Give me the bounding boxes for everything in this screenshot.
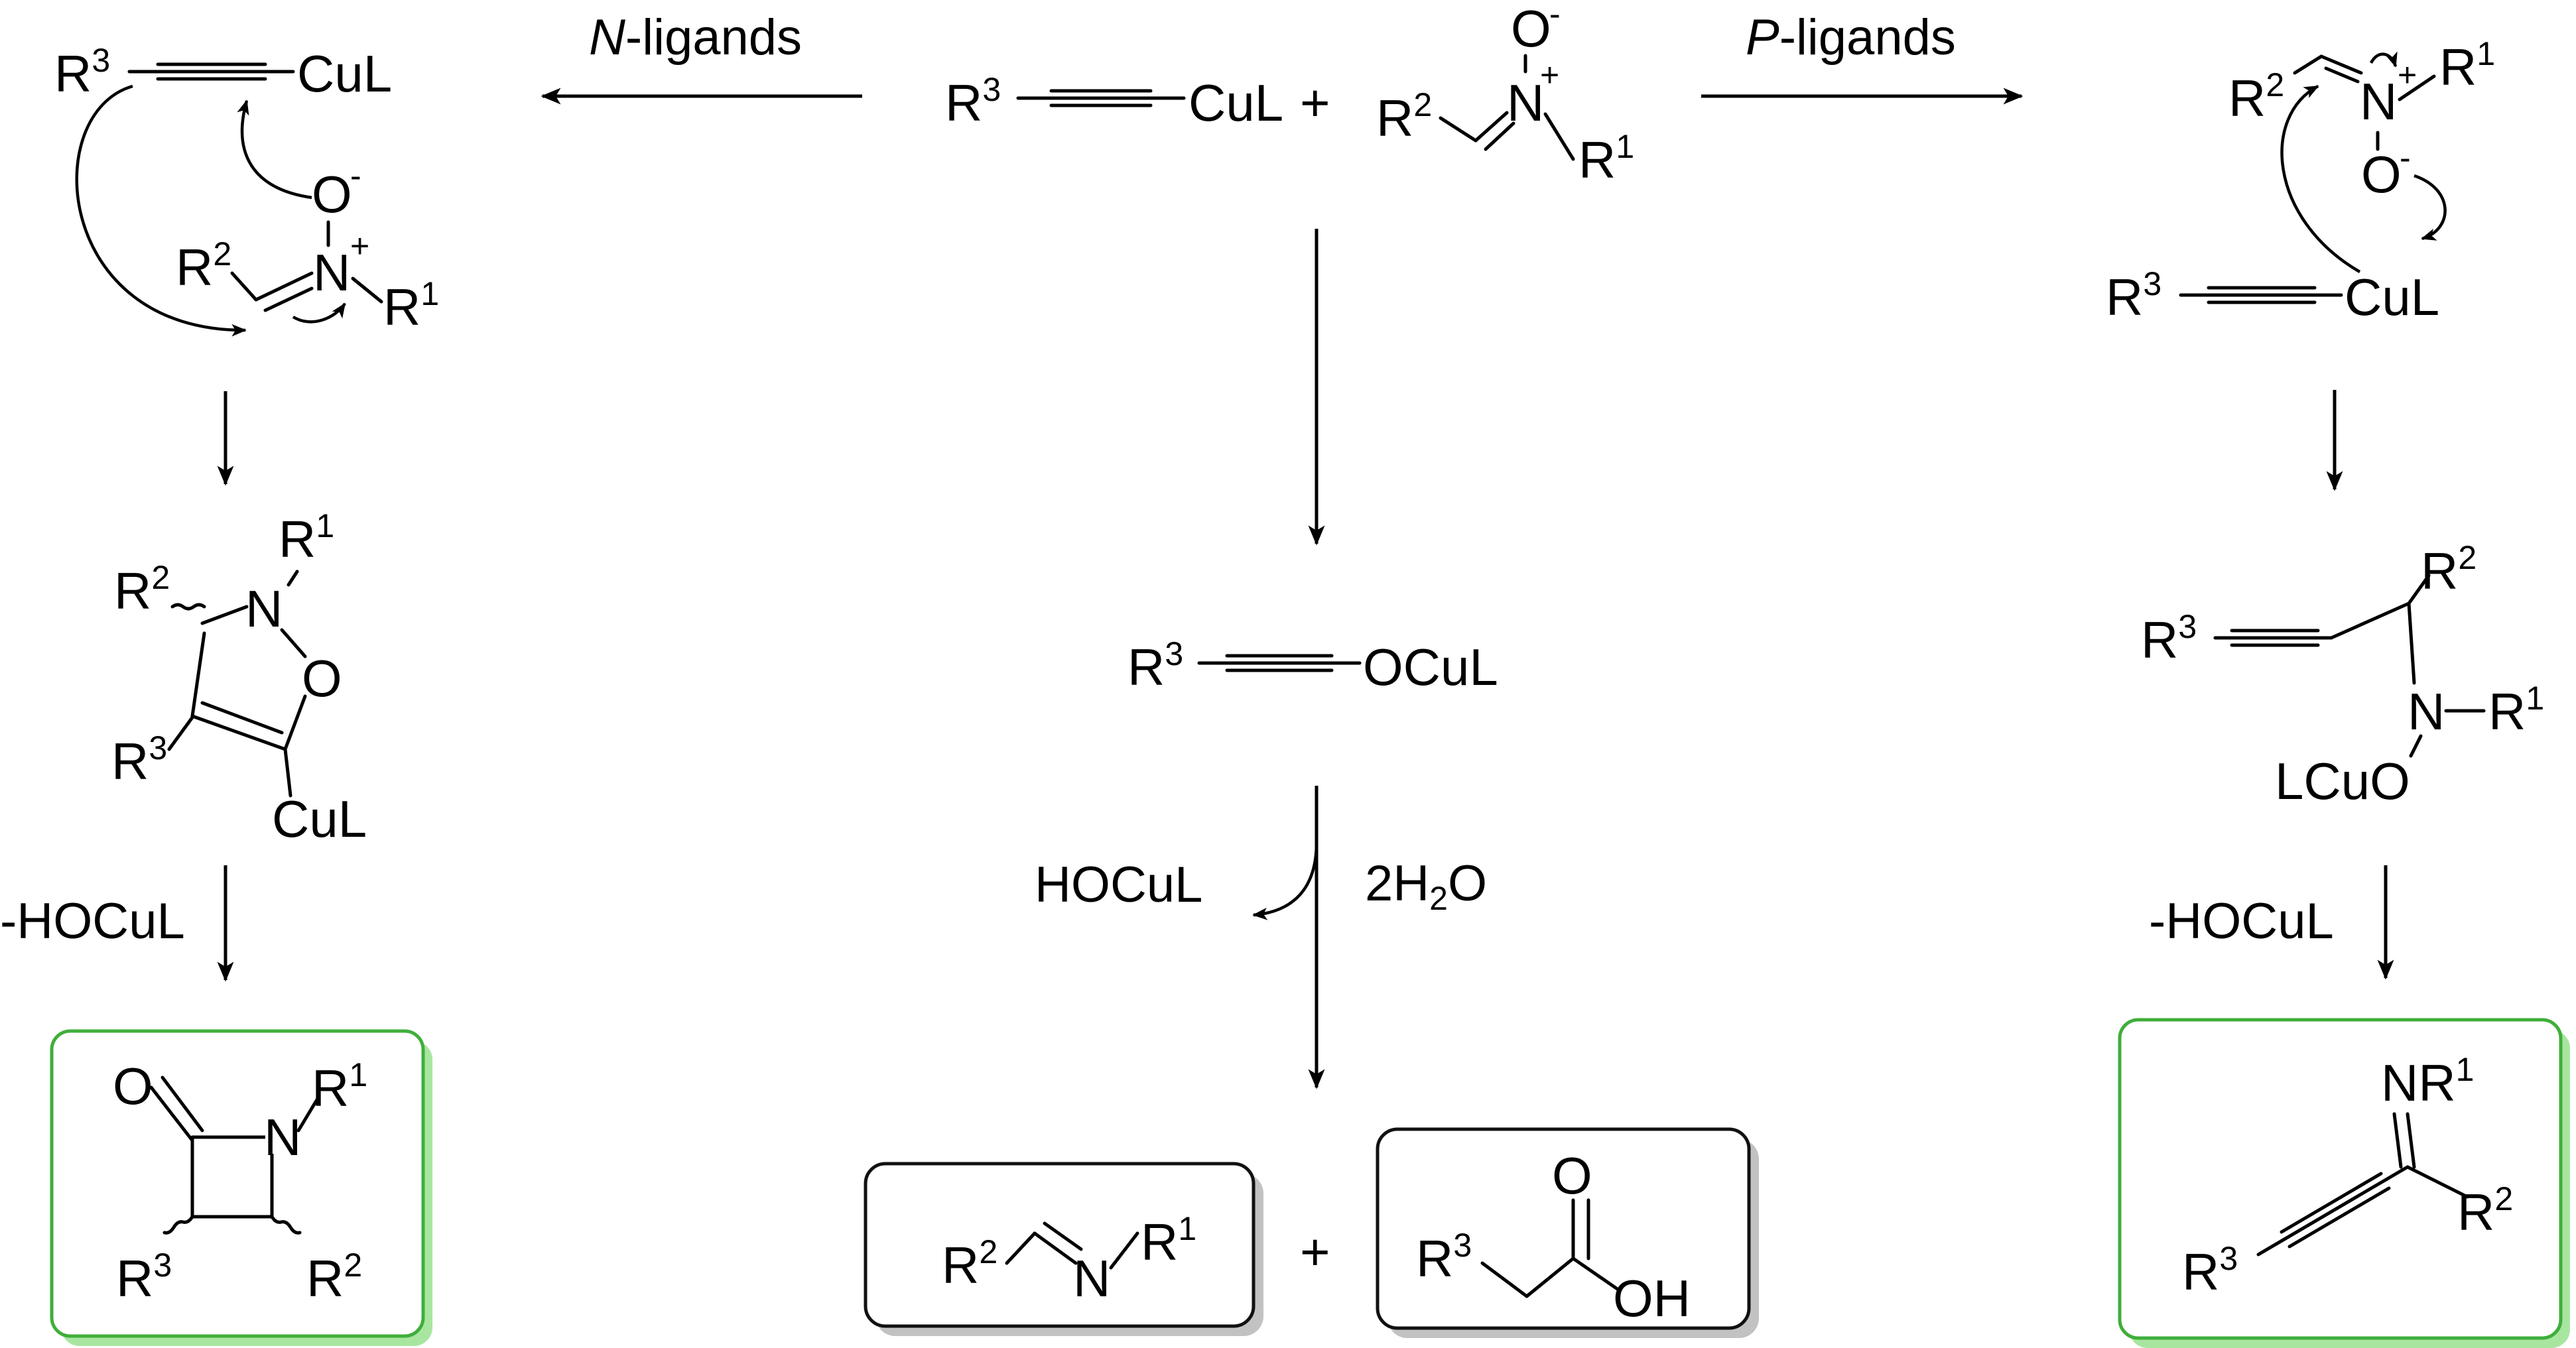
copper-ynolate: R3 OCuL [1127, 635, 1498, 696]
svg-text:R3: R3 [111, 729, 167, 790]
carboxylic-acid-product-box: R3 O OH [1376, 1127, 1759, 1338]
svg-text:O: O [312, 165, 352, 223]
hocul-byproduct-label: HOCuL [1035, 857, 1202, 913]
svg-text:R2: R2 [942, 1233, 998, 1294]
hydroxocopper-release-arrow [1252, 841, 1319, 920]
svg-text:N: N [313, 243, 350, 302]
alkyne-r3-label: R [945, 74, 982, 132]
svg-text:O: O [1552, 1146, 1592, 1205]
beta-lactam-product-box: O N R1 R3 R2 [50, 1029, 432, 1346]
right-elimination-label: -HOCuL [2149, 893, 2334, 950]
right-transition-complex: R2 N + R1 O - R3 CuL [2106, 35, 2495, 326]
svg-text:N: N [1507, 74, 1544, 132]
svg-text:R3: R3 [2141, 608, 2197, 669]
svg-text:LCuO: LCuO [2275, 752, 2410, 810]
svg-text:R3: R3 [116, 1247, 172, 1308]
p-ligands-label: P-ligands [1746, 9, 1956, 66]
svg-text:R1: R1 [383, 275, 439, 336]
imine-product-box: R2 N R1 [864, 1162, 1263, 1336]
svg-text:CuL: CuL [272, 790, 367, 848]
svg-text:R3: R3 [54, 42, 110, 103]
svg-text:R2: R2 [114, 559, 170, 620]
svg-text:R2: R2 [2421, 539, 2477, 600]
svg-text:N: N [2360, 72, 2397, 131]
svg-text:N: N [264, 1108, 301, 1166]
svg-text:R1: R1 [2488, 680, 2544, 741]
svg-text:OH: OH [1613, 1269, 1691, 1327]
svg-text:O: O [2361, 145, 2402, 204]
svg-text:CuL: CuL [2345, 268, 2439, 326]
left-elimination-label: -HOCuL [0, 893, 185, 950]
svg-text:+: + [350, 227, 369, 265]
svg-text:R2: R2 [176, 235, 231, 296]
svg-text:-: - [1549, 0, 1561, 32]
copper-isoxazoline: R2 N R1 O R3 CuL [111, 507, 367, 848]
svg-text:O: O [113, 1057, 153, 1115]
svg-text:NR1: NR1 [2381, 1051, 2474, 1112]
n-ligands-label: N-ligands [589, 9, 802, 66]
svg-text:R3: R3 [2106, 265, 2161, 326]
svg-text:R1: R1 [1578, 128, 1634, 189]
svg-text:-: - [350, 157, 361, 194]
svg-text:R1: R1 [279, 507, 334, 568]
svg-text:R3: R3 [2182, 1240, 2238, 1301]
svg-text:R1: R1 [312, 1056, 367, 1117]
svg-text:O: O [302, 649, 342, 707]
svg-text:R1: R1 [2439, 35, 2495, 96]
svg-text:N: N [2408, 682, 2445, 741]
svg-text:CuL: CuL [297, 44, 392, 103]
svg-text:R2: R2 [1376, 86, 1432, 147]
ynimine-product-box: NR1 R2 R3 [2118, 1018, 2570, 1348]
svg-text:N: N [245, 580, 283, 638]
svg-text:R3: R3 [945, 71, 1001, 132]
left-transition-complex: R3 CuL O - R2 N + R1 [54, 42, 439, 337]
svg-text:+: + [1540, 56, 1559, 93]
svg-text:R2: R2 [2457, 1180, 2513, 1241]
svg-text:+: + [2398, 56, 2417, 93]
product-plus-sign: + [1300, 1223, 1330, 1281]
svg-text:N: N [1073, 1249, 1110, 1308]
water-label: 2H2O [1365, 855, 1487, 917]
svg-text:R2: R2 [306, 1247, 362, 1308]
reagent-plus-sign: + [1300, 74, 1330, 132]
svg-text:R2: R2 [2228, 66, 2284, 127]
reagent-nitrone: R2 N + O - R1 [1376, 0, 1634, 189]
svg-text:-: - [2400, 139, 2411, 176]
svg-text:OCuL: OCuL [1363, 638, 1498, 696]
copper-hydroxylamine-intermediate: R3 R2 N R1 LCuO [2141, 539, 2544, 810]
reagent-copper-acetylide: R3 CuL [945, 71, 1283, 132]
copper-ligand-label: CuL [1189, 74, 1283, 132]
svg-text:O: O [1511, 0, 1551, 58]
svg-text:R1: R1 [1141, 1210, 1196, 1271]
svg-text:R3: R3 [1416, 1227, 1472, 1288]
svg-text:R3: R3 [1127, 635, 1183, 696]
